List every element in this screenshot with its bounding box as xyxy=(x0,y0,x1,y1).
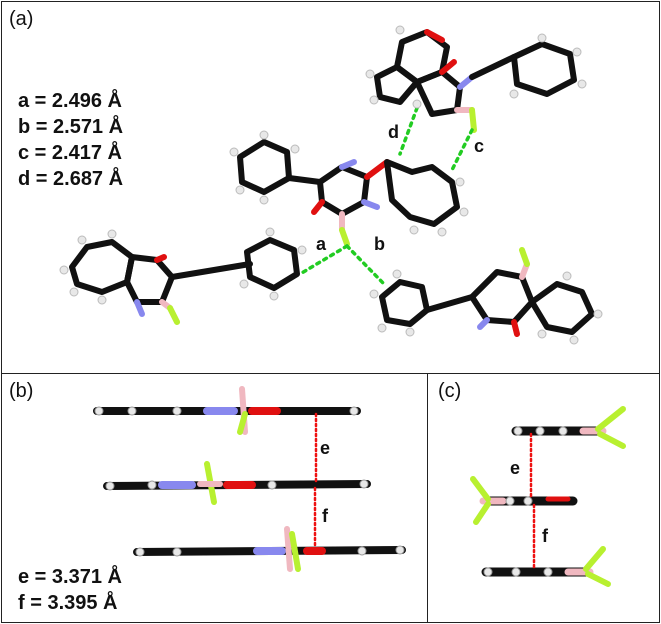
stacking-label-f-c: f xyxy=(542,526,548,546)
distance-c-label: c = 2.417 Å xyxy=(18,142,122,164)
stacking-lines-c xyxy=(529,432,536,571)
distance-b-label: b = 2.571 Å xyxy=(18,116,124,138)
panel-c: (c) e f xyxy=(427,373,660,623)
molecule-center xyxy=(237,139,460,247)
distance-f-label: f = 3.395 Å xyxy=(18,592,118,614)
panel-c-label: (c) xyxy=(438,380,462,402)
panel-a: (a) a = 2.496 Å b = 2.571 Å c = 2.417 Å … xyxy=(1,1,660,374)
hydrogen-atoms-c xyxy=(483,426,568,577)
molecule-top xyxy=(374,29,577,133)
distance-e-label: e = 3.371 Å xyxy=(18,566,122,588)
stacking-lines-b xyxy=(313,412,318,550)
molecule-bottom-left xyxy=(69,237,300,325)
stacking-label-e-c: e xyxy=(510,458,521,478)
molecule-bottom-right xyxy=(379,247,595,337)
panel-b-label: (b) xyxy=(9,380,34,402)
distance-d-label: d = 2.687 Å xyxy=(18,168,124,190)
hydrogen-atoms-b xyxy=(94,406,405,557)
crystal-packing-diagram xyxy=(59,25,603,345)
bond-label-c: c xyxy=(474,136,485,156)
stacking-label-f-b: f xyxy=(322,506,328,526)
hydrogen-atoms xyxy=(59,25,603,345)
bond-label-d: d xyxy=(388,122,399,142)
bond-label-b: b xyxy=(374,234,385,254)
panel-a-label: (a) xyxy=(9,8,34,30)
hbond-lines xyxy=(298,106,474,286)
stacking-label-e-b: e xyxy=(320,438,331,458)
stacking-end-view-c xyxy=(470,406,626,587)
stacking-side-view-b xyxy=(93,386,406,572)
bond-label-a: a xyxy=(316,234,327,254)
distance-a-label: a = 2.496 Å xyxy=(18,90,122,112)
panel-b: (b) xyxy=(1,373,428,623)
